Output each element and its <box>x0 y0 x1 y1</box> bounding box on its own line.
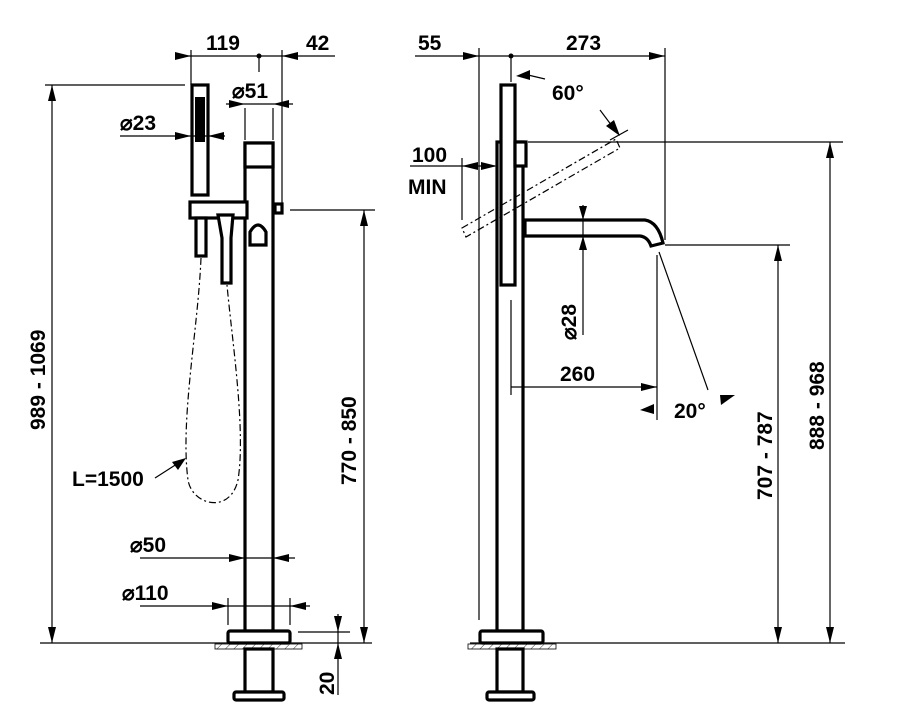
dim-dia-110: ⌀110 <box>122 582 169 605</box>
dim-floor-offset: 20 <box>316 672 339 695</box>
foot-plate <box>485 690 536 702</box>
hand-shower <box>499 83 517 287</box>
dim-119: 119 <box>206 32 240 55</box>
lower-pipe <box>495 647 525 694</box>
shower-head-face <box>195 97 205 142</box>
dim-hose-length: L=1500 <box>72 468 144 491</box>
mixer-cap <box>243 141 275 169</box>
dim-dia-28: ⌀28 <box>558 304 581 340</box>
lower-pipe <box>243 647 275 694</box>
dim-outlet-height: 707 - 787 <box>754 411 777 500</box>
dim-spout-height: 770 - 850 <box>338 396 361 485</box>
dim-overall-height: 989 - 1069 <box>27 330 50 430</box>
front-view: 119 42 ⌀51 ⌀23 989 - 1069 770 - 850 L=15… <box>27 32 375 702</box>
base-plate <box>478 629 545 645</box>
spout <box>523 218 665 248</box>
lever-handle <box>248 223 268 247</box>
dim-clearance-value: 100 <box>412 144 447 167</box>
dim-rotation-angle: 60° <box>552 82 584 105</box>
mixer-cap <box>513 140 528 168</box>
base-plate <box>226 629 292 645</box>
shower-handle <box>194 216 208 258</box>
dim-spout-angle: 20° <box>674 400 706 423</box>
dim-top-height: 888 - 968 <box>806 361 829 450</box>
hose-connector <box>216 213 235 285</box>
dim-clearance-label: MIN <box>408 176 447 199</box>
dim-42: 42 <box>306 32 329 55</box>
dim-273: 273 <box>566 32 601 55</box>
foot-plate <box>232 690 286 702</box>
side-view: 55 273 60° 100 MIN ⌀28 260 20° <box>408 32 845 702</box>
dim-dia-23: ⌀23 <box>120 112 156 135</box>
diverter-button <box>273 202 284 215</box>
dim-dia-51: ⌀51 <box>232 80 268 103</box>
dim-spout-reach: 260 <box>560 363 595 386</box>
shower-hose <box>185 257 242 504</box>
dim-dia-50: ⌀50 <box>130 534 166 557</box>
dim-55: 55 <box>418 32 442 55</box>
